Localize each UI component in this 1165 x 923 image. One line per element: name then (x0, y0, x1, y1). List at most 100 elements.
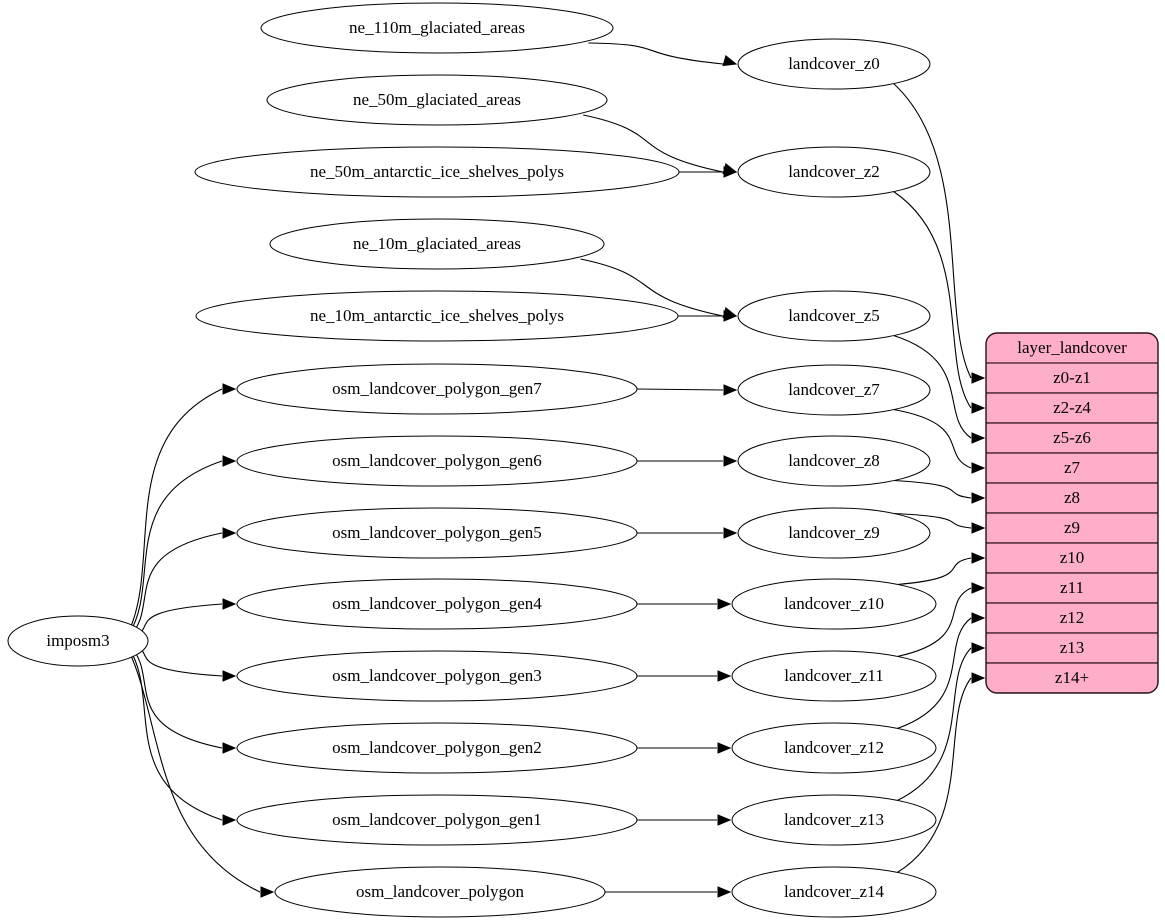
node-ne_50m_glaciated_areas[interactable]: ne_50m_glaciated_areas (266, 74, 608, 126)
node-shape (236, 435, 638, 487)
edge-ne_50m_glaciated_areas-to-landcover_z2 (583, 114, 724, 173)
edge-arrowhead (222, 455, 237, 467)
node-ne_50m_antarctic_ice_shelves_polys[interactable]: ne_50m_antarctic_ice_shelves_polys (194, 146, 680, 198)
node-osm_landcover_polygon_gen6[interactable]: osm_landcover_polygon_gen6 (236, 435, 638, 487)
edge-arrowhead (723, 527, 738, 539)
edge-imposm3-to-osm_landcover_polygon_gen5 (128, 532, 223, 638)
node-osm_landcover_polygon_gen1[interactable]: osm_landcover_polygon_gen1 (236, 794, 638, 846)
node-label: landcover_z14 (784, 882, 885, 901)
node-osm_landcover_polygon_gen5[interactable]: osm_landcover_polygon_gen5 (236, 507, 638, 559)
edge-arrowhead (971, 522, 986, 534)
node-landcover_z7[interactable]: landcover_z7 (737, 364, 931, 416)
node-osm_landcover_polygon_gen4[interactable]: osm_landcover_polygon_gen4 (236, 578, 638, 630)
node-label: osm_landcover_polygon_gen3 (332, 666, 542, 685)
node-label: osm_landcover_polygon_gen1 (332, 810, 542, 829)
node-shape (731, 794, 937, 846)
table-row-z12[interactable] (986, 602, 1158, 634)
table-row-z14plus[interactable] (986, 662, 1158, 693)
node-ne_10m_glaciated_areas[interactable]: ne_10m_glaciated_areas (269, 218, 605, 270)
node-osm_landcover_polygon[interactable]: osm_landcover_polygon (274, 866, 606, 918)
node-landcover_z8[interactable]: landcover_z8 (737, 435, 931, 487)
node-osm_landcover_polygon_gen3[interactable]: osm_landcover_polygon_gen3 (236, 650, 638, 702)
node-label: ne_50m_antarctic_ice_shelves_polys (310, 162, 564, 181)
node-shape (731, 866, 937, 918)
node-landcover_z0[interactable]: landcover_z0 (737, 38, 931, 90)
edge-landcover_z10-to-table_row_6 (897, 557, 972, 586)
node-label: landcover_z12 (784, 738, 884, 757)
edges-layer (127, 42, 986, 898)
node-landcover_z10[interactable]: landcover_z10 (731, 578, 937, 630)
table-row-z8[interactable] (986, 482, 1158, 514)
edge-landcover_z2-to-table_row_1 (893, 191, 972, 409)
node-landcover_z2[interactable]: landcover_z2 (737, 146, 931, 198)
node-ne_10m_antarctic_ice_shelves_polys[interactable]: ne_10m_antarctic_ice_shelves_polys (195, 290, 679, 342)
table-row-label: z2-z4 (1053, 398, 1091, 417)
edge-arrowhead (723, 455, 738, 467)
node-shape (737, 435, 931, 487)
node-label: landcover_z11 (784, 666, 883, 685)
edge-landcover_z9-to-table_row_5 (893, 512, 972, 529)
node-shape (236, 578, 638, 630)
table-rows-group (986, 333, 1158, 693)
node-label: landcover_z10 (784, 594, 884, 613)
node-shape (236, 507, 638, 559)
node-shape (236, 363, 638, 415)
node-landcover_z13[interactable]: landcover_z13 (731, 794, 937, 846)
node-landcover_z9[interactable]: landcover_z9 (737, 507, 931, 559)
node-shape (731, 650, 937, 702)
node-osm_landcover_polygon_gen7[interactable]: osm_landcover_polygon_gen7 (236, 363, 638, 415)
edge-arrowhead (723, 310, 738, 322)
table-row-label: z13 (1060, 638, 1085, 657)
edge-arrowhead (723, 166, 738, 178)
node-shape (266, 74, 608, 126)
node-shape (737, 364, 931, 416)
edge-arrowhead (971, 462, 986, 474)
edge-arrowhead (971, 372, 986, 384)
table-row-label: z10 (1060, 548, 1085, 567)
node-shape (737, 146, 931, 198)
node-shape (274, 866, 606, 918)
table-row-label: z5-z6 (1053, 428, 1091, 447)
node-shape (731, 722, 937, 774)
node-shape (236, 722, 638, 774)
edge-arrowhead (222, 598, 237, 610)
node-label: landcover_z2 (788, 162, 880, 181)
node-imposm3[interactable]: imposm3 (7, 615, 149, 667)
table-row-z10[interactable] (986, 542, 1158, 574)
node-landcover_z5[interactable]: landcover_z5 (737, 290, 931, 342)
edge-arrowhead (971, 642, 986, 654)
edge-arrowhead (222, 527, 237, 539)
edge-landcover_z11-to-table_row_7 (897, 587, 972, 658)
edge-arrowhead (222, 742, 237, 754)
node-osm_landcover_polygon_gen2[interactable]: osm_landcover_polygon_gen2 (236, 722, 638, 774)
node-landcover_z14[interactable]: landcover_z14 (731, 866, 937, 918)
node-shape (236, 650, 638, 702)
edge-arrowhead (971, 672, 986, 684)
edge-landcover_z12-to-table_row_8 (897, 617, 972, 730)
edge-landcover_z14-to-table_row_10 (896, 677, 972, 873)
node-label: osm_landcover_polygon (356, 882, 525, 901)
node-label: osm_landcover_polygon_gen5 (332, 523, 542, 542)
node-landcover_z12[interactable]: landcover_z12 (731, 722, 937, 774)
node-label: ne_110m_glaciated_areas (349, 18, 525, 37)
node-label: landcover_z0 (788, 54, 880, 73)
edge-arrowhead (971, 582, 986, 594)
table-row-label: z7 (1064, 458, 1081, 477)
edge-landcover_z5-to-table_row_2 (893, 334, 972, 439)
table-title: layer_landcover (1017, 338, 1127, 357)
edge-landcover_z13-to-table_row_9 (896, 647, 972, 801)
edge-landcover_z7-to-table_row_3 (893, 408, 972, 469)
table-row-z13[interactable] (986, 632, 1158, 664)
edge-landcover_z0-to-table_row_0 (893, 83, 972, 379)
node-label: ne_50m_glaciated_areas (353, 90, 521, 109)
node-landcover_z11[interactable]: landcover_z11 (731, 650, 937, 702)
edge-arrowhead (717, 670, 732, 682)
edge-arrowhead (971, 492, 986, 504)
edge-ne_10m_glaciated_areas-to-landcover_z5 (580, 258, 724, 317)
edge-imposm3-to-osm_landcover_polygon_gen7 (127, 388, 223, 633)
table-row-label: z11 (1060, 578, 1084, 597)
node-ne_110m_glaciated_areas[interactable]: ne_110m_glaciated_areas (260, 2, 614, 54)
table-row-z0-z1[interactable] (986, 362, 1158, 394)
